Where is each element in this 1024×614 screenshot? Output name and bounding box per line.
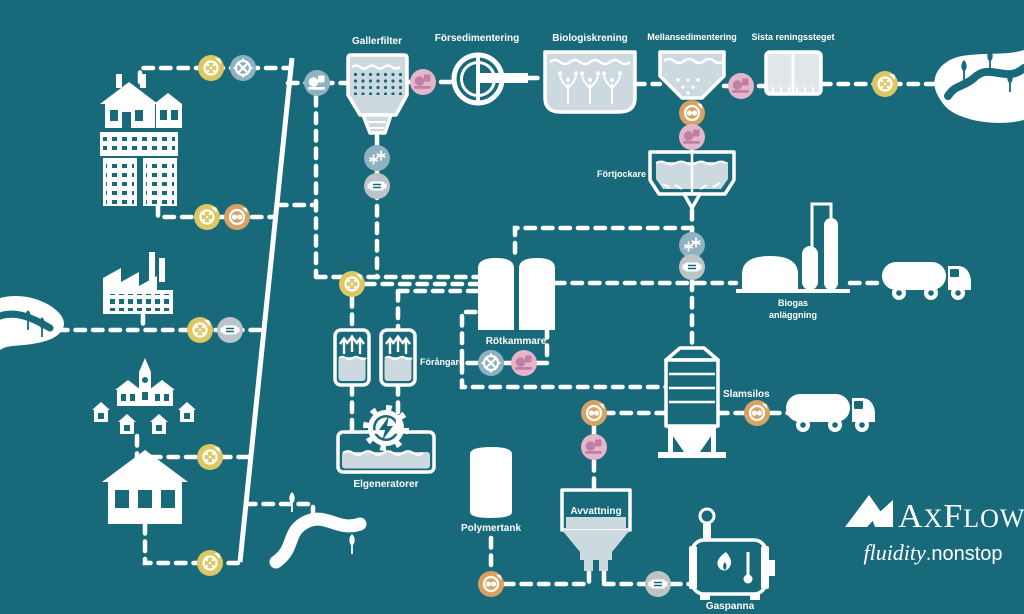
gallerfilter-unit: [346, 53, 409, 135]
pipe-segment: [134, 433, 254, 460]
flow-meter-icon: [644, 570, 672, 598]
flame-icon: [717, 552, 732, 571]
avvattning-unit: [560, 488, 632, 571]
lobe-pump-icon: [677, 98, 707, 128]
flow-meter-icon: [678, 253, 706, 281]
polymertank-unit: [470, 447, 512, 518]
cottage: [118, 414, 136, 434]
lightning-icon: [379, 416, 393, 441]
sewer-pipes: [55, 57, 316, 566]
gas-pipes: [349, 280, 887, 435]
pump-icon: [581, 434, 607, 460]
cottage: [92, 402, 110, 422]
stream: [269, 491, 367, 569]
cottage: [150, 414, 168, 434]
flow-meter-icon: [363, 172, 391, 200]
stage-labels: Gallerfilter Försedimentering Biologiskr…: [352, 32, 835, 612]
forsedimentering-unit: [451, 52, 528, 106]
pipe-segment: [512, 207, 695, 259]
factory-building: [103, 252, 173, 314]
axflow-logo-mark: [845, 495, 893, 527]
grinder-icon: [195, 442, 225, 472]
label-sista-reningssteget: Sista reningssteget: [751, 32, 834, 42]
pump-icon: [728, 73, 754, 99]
label-rotkammare: Rötkammare: [486, 336, 547, 347]
river-left: [0, 295, 64, 350]
grinder-icon: [195, 548, 225, 578]
biogas-truck: [882, 262, 971, 300]
grinder-icon: [196, 53, 226, 83]
lobe-pump-icon: [742, 398, 772, 428]
grinder-icon: [185, 315, 215, 345]
wordmark-part: LOW: [963, 504, 1024, 533]
pipe-segment: [55, 311, 267, 333]
mellansedimentering-unit: [658, 50, 726, 100]
tagline-regular: .nonstop: [926, 543, 1003, 565]
pump-icon: [679, 124, 705, 150]
axflow-branding: AXFLOW fluidity.nonstop: [845, 495, 1024, 565]
sista-reningssteget-unit: [764, 50, 823, 96]
manor-house: [100, 74, 182, 128]
biologisk-rening-unit: [543, 50, 637, 114]
label-elgeneratorer: Elgeneratorer: [353, 479, 418, 490]
label-fortjockare: Förtjockare: [597, 169, 646, 179]
label-gallerfilter: Gallerfilter: [352, 36, 402, 47]
cottage: [178, 402, 196, 422]
pipe-segment: [142, 521, 243, 566]
fortjockare-unit: [648, 150, 736, 210]
grinder-icon: [870, 69, 900, 99]
lobe-pump-icon: [222, 202, 252, 232]
label-gaspanna: Gaspanna: [706, 601, 755, 612]
axflow-tagline: fluidity.nonstop: [863, 540, 1002, 565]
pump-icon: [410, 69, 436, 95]
label-forsedimentering: Försedimentering: [435, 33, 519, 44]
label-biologisk-rening: Biologiskrening: [552, 33, 628, 44]
pump-icon: [511, 350, 537, 376]
pipe-segment: [395, 288, 481, 333]
valve-icon: [476, 348, 506, 378]
slamsilos-unit: [658, 346, 726, 458]
label-biogas-line1: Biogas: [778, 298, 808, 308]
apartment-buildings: [100, 132, 178, 206]
macerator-icon: [363, 144, 391, 172]
valve-icon: [228, 53, 258, 83]
gaspanna-unit: [689, 507, 775, 600]
wordmark-part: A: [898, 498, 924, 535]
label-mellansedimentering: Mellansedimentering: [647, 32, 737, 42]
pipe-segment: [349, 281, 481, 333]
sludge-truck: [786, 394, 875, 432]
pipe-segment: [459, 309, 669, 390]
elgeneratorer-unit: [336, 405, 436, 474]
compressor-icon: [337, 269, 367, 299]
label-slamsilos: Slamsilos: [723, 389, 770, 400]
label-avvattning: Avvattning: [570, 506, 621, 517]
tree-icon: [348, 533, 356, 555]
wordmark-part: F: [943, 498, 963, 535]
rotkammare-unit: [478, 258, 555, 330]
river-outfall: [934, 49, 1024, 123]
label-forangare: Förångare: [420, 357, 464, 367]
label-polymertank: Polymertank: [461, 523, 521, 534]
lobe-pump-icon: [476, 569, 506, 599]
flow-meter-icon: [216, 316, 244, 344]
forangare-unit: [333, 328, 417, 387]
label-biogas-line2: anläggning: [769, 310, 817, 320]
axflow-wordmark: AXFLOW: [898, 498, 1024, 535]
pipe-segment: [488, 535, 697, 587]
biogas-plant: [736, 202, 850, 293]
lobe-pump-icon: [579, 398, 609, 428]
main-collector-line: [237, 57, 295, 563]
chopper-pump-icon: [304, 70, 330, 96]
tagline-italic: fluidity: [863, 540, 926, 565]
wordmark-part: X: [924, 504, 944, 533]
country-house: [102, 450, 188, 524]
village-buildings: [92, 358, 196, 434]
grinder-icon: [192, 202, 222, 232]
pipe-segment: [349, 382, 401, 435]
